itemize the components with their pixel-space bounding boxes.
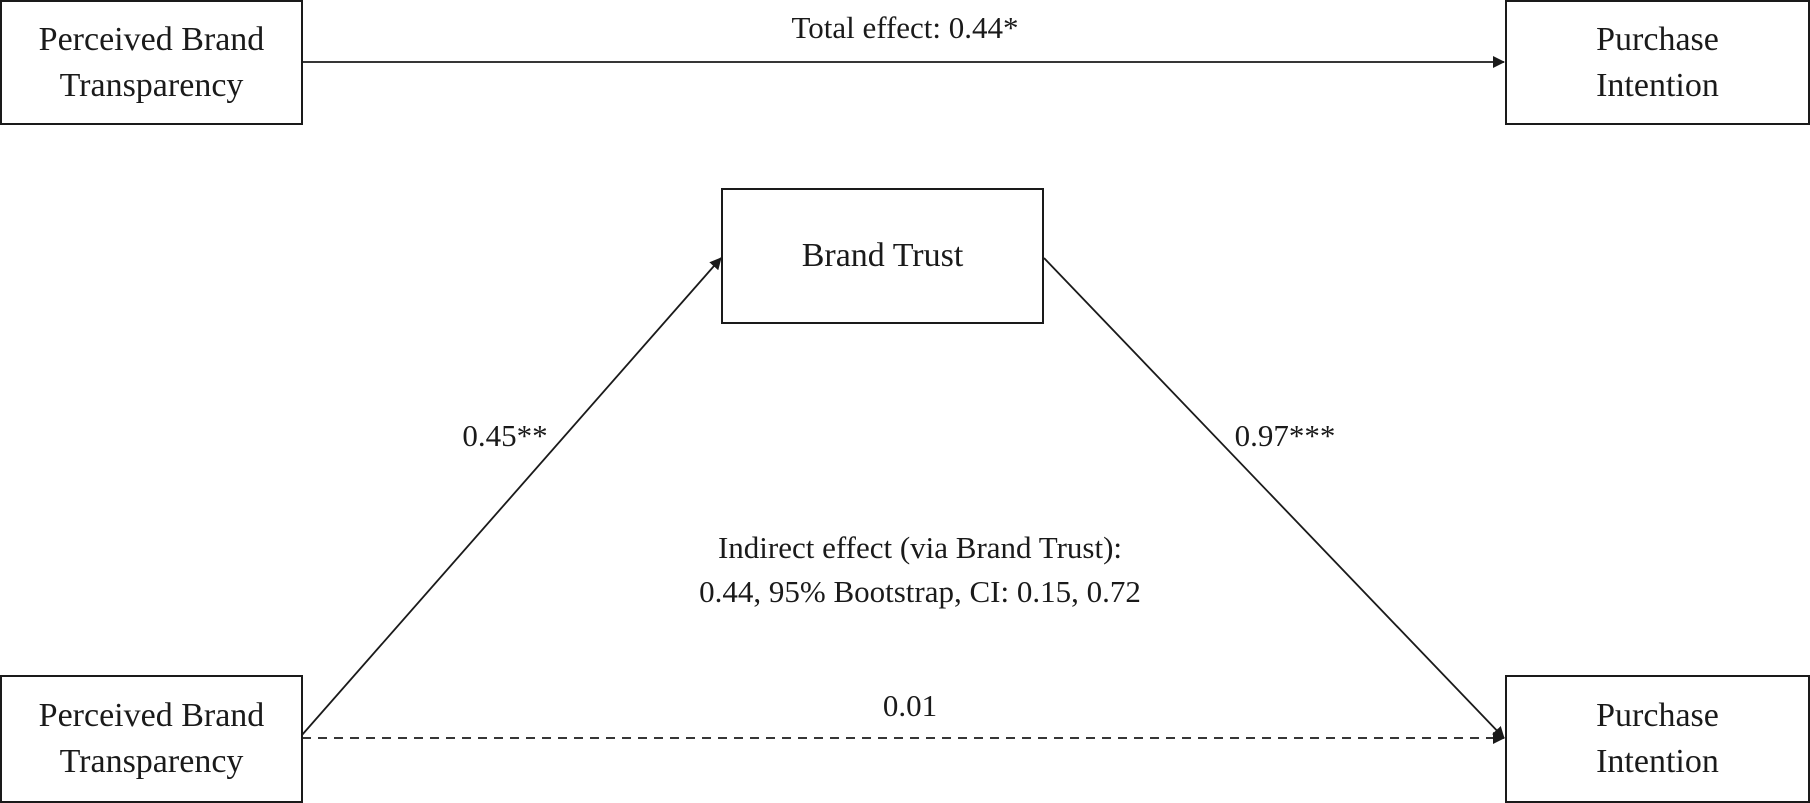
mediator-box: Brand Trust (721, 188, 1044, 324)
total-outcome-line-2: Intention (1596, 66, 1719, 104)
mediation-outcome-line-1: Purchase (1596, 697, 1719, 734)
mediation-outcome-line-2: Intention (1596, 743, 1719, 780)
indirect-effect-line-2: 0.44, 95% Bootstrap, CI: 0.15, 0.72 (699, 574, 1141, 609)
indirect-effect-line-1: Indirect effect (via Brand Trust): (717, 530, 1123, 565)
total-predictor-box: Perceived Brand Transparency (0, 0, 303, 125)
total-outcome-box: Purchase Intention (1505, 0, 1810, 125)
indirect-effect-text: Indirect effect (via Brand Trust): 0.44,… (570, 526, 1270, 614)
mediation-outcome-box: Purchase Intention (1505, 675, 1810, 803)
path-b-arrow (1043, 257, 1505, 739)
total-predictor-line-1: Perceived Brand (38, 20, 265, 58)
total-predictor-line-2: Transparency (59, 66, 244, 104)
direct-effect-label: 0.01 (882, 688, 938, 723)
path-b-label: 0.97*** (1234, 418, 1336, 453)
mediation-predictor-line-1: Perceived Brand (38, 697, 265, 734)
total-effect-label: Total effect: 0.44* (791, 10, 1019, 45)
path-a-label: 0.45** (462, 418, 548, 453)
mediation-predictor-box: Perceived Brand Transparency (0, 675, 303, 803)
mediator-label: Brand Trust (801, 237, 964, 274)
mediation-predictor-line-2: Transparency (59, 743, 244, 780)
total-outcome-line-1: Purchase (1596, 20, 1719, 58)
path-a-arrow (301, 257, 722, 736)
